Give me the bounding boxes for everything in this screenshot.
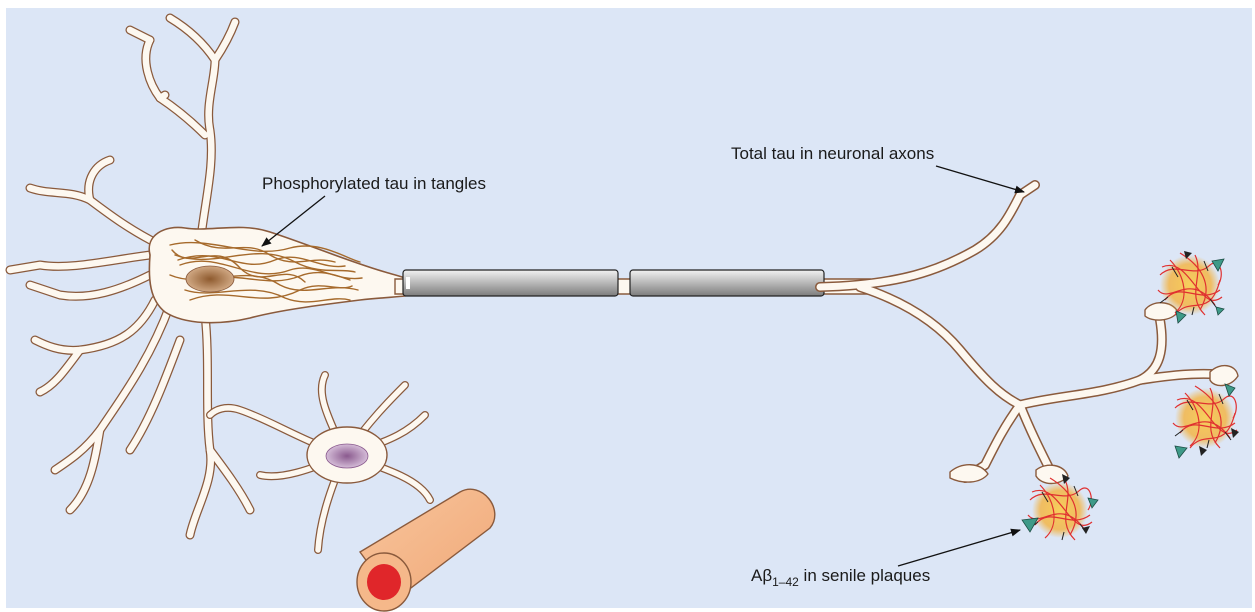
glial-nucleus — [326, 444, 368, 468]
label-plaques-suffix: in senile plaques — [799, 566, 930, 585]
label-plaques-subscript: 1–42 — [772, 575, 799, 589]
label-axon-tau: Total tau in neuronal axons — [731, 144, 934, 163]
neuron-nucleus — [186, 266, 234, 292]
vessel-lumen — [367, 564, 401, 600]
label-plaques-prefix: Aβ — [751, 566, 772, 585]
label-tangles: Phosphorylated tau in tangles — [262, 174, 486, 193]
myelin-sheath — [403, 270, 824, 296]
